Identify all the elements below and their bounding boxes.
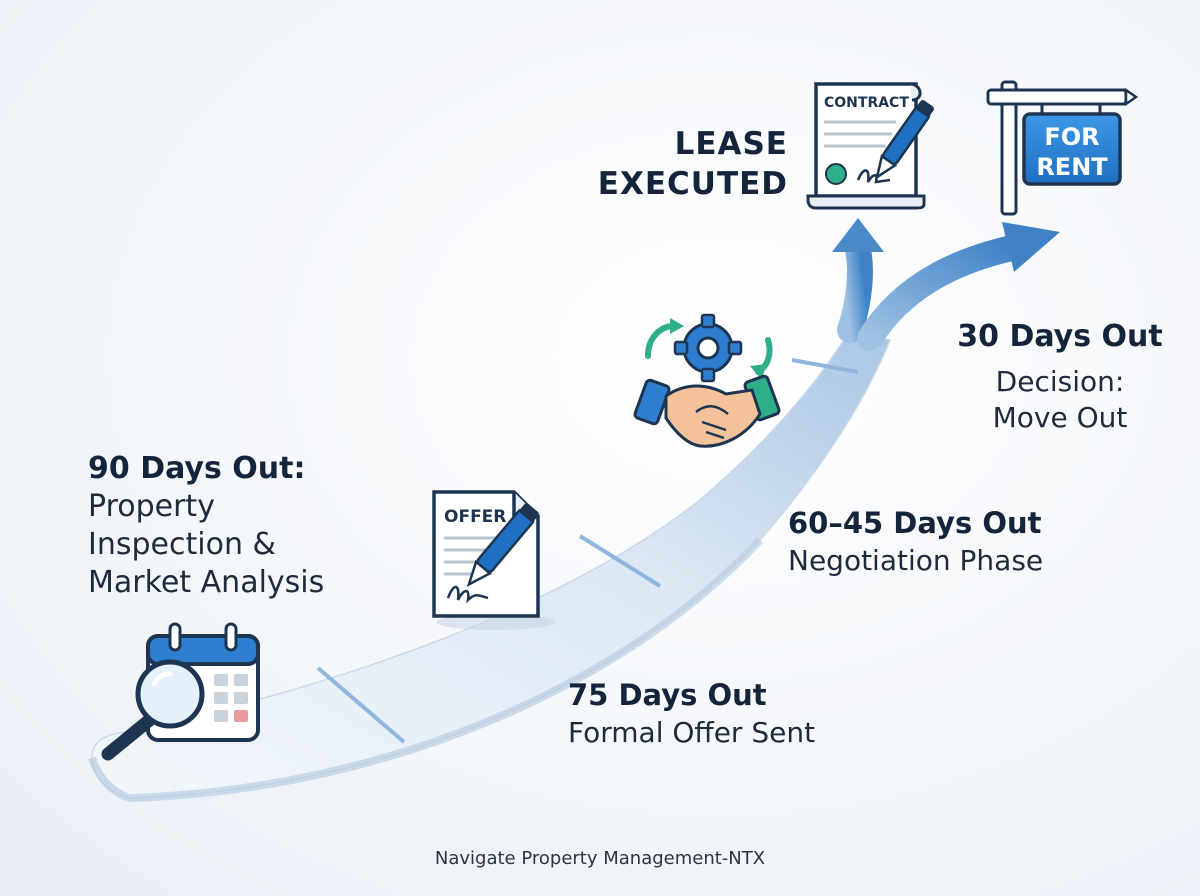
offer-document-icon: OFFER xyxy=(432,490,556,630)
stage-90-days-desc-line3: Market Analysis xyxy=(88,565,325,600)
stage-60-45-days-desc: Negotiation Phase xyxy=(788,544,1044,577)
stage-75-days-label: 75 Days Out Formal Offer Sent xyxy=(568,676,928,752)
contract-scroll-icon: CONTRACT xyxy=(806,82,934,210)
stage-90-days-title: 90 Days Out: xyxy=(88,451,306,486)
lease-executed-line1: LEASE xyxy=(674,126,788,162)
calendar-magnifier-icon xyxy=(101,622,260,761)
for-rent-sign-text-line2: RENT xyxy=(1036,153,1108,181)
stage-90-days-label: 90 Days Out: Property Inspection & Marke… xyxy=(88,450,418,602)
segment-divider xyxy=(578,534,662,588)
stage-30-days-desc-line1: Decision: xyxy=(995,365,1125,398)
for-rent-sign-icon: FOR RENT xyxy=(986,80,1139,216)
stage-75-days-title: 75 Days Out xyxy=(568,678,767,712)
handshake-gear-icon xyxy=(633,313,781,448)
stage-60-45-days-label: 60–45 Days Out Negotiation Phase xyxy=(788,504,1178,580)
for-rent-sign-text-line1: FOR xyxy=(1044,123,1099,151)
stage-30-days-label: 30 Days Out Decision: Move Out xyxy=(930,318,1190,436)
stage-30-days-desc-line2: Move Out xyxy=(992,401,1128,434)
branch-arrow-lease xyxy=(832,218,884,343)
stage-60-45-days-title: 60–45 Days Out xyxy=(788,506,1042,540)
contract-scroll-text: CONTRACT xyxy=(824,95,909,111)
stage-30-days-desc: Decision: Move Out xyxy=(930,364,1190,436)
offer-document-text: OFFER xyxy=(444,507,506,527)
footer-credit: Navigate Property Management-NTX xyxy=(434,848,766,869)
stage-75-days-desc: Formal Offer Sent xyxy=(568,716,816,749)
lease-executed-label: LEASE EXECUTED xyxy=(560,124,788,204)
stage-90-days-desc-line2: Inspection & xyxy=(88,527,276,562)
branch-arrow-move-out xyxy=(857,222,1060,351)
lease-executed-line2: EXECUTED xyxy=(597,166,788,202)
stage-90-days-desc-line1: Property xyxy=(88,489,215,524)
timeline-path xyxy=(88,329,892,803)
segment-divider xyxy=(791,358,859,374)
segment-divider xyxy=(316,666,406,744)
stage-30-days-title: 30 Days Out xyxy=(957,319,1163,354)
